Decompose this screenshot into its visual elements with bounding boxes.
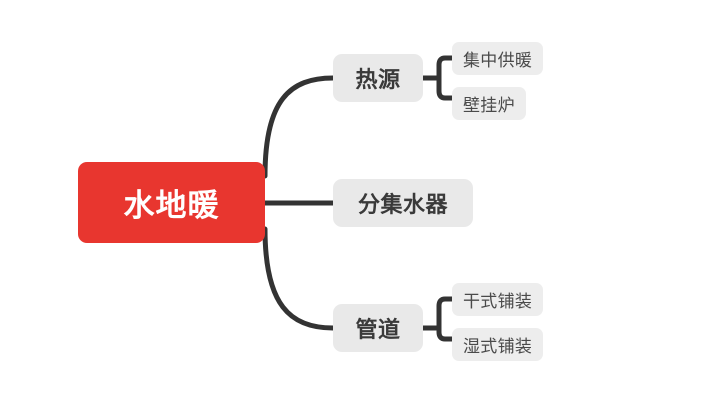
leaf-node-dry-installation[interactable]: 干式铺装 (452, 283, 544, 316)
connector-branch-2-bracket (436, 296, 455, 342)
root-node[interactable]: 水地暖 (78, 162, 265, 243)
branch-node-manifold[interactable]: 分集水器 (333, 179, 473, 227)
branch-node-heat-source[interactable]: 热源 (333, 54, 423, 102)
connector-root-to-branch-2 (262, 226, 336, 331)
connector-root-to-branch-0 (262, 75, 336, 179)
leaf-node-central-heating[interactable]: 集中供暖 (452, 42, 544, 75)
leaf-node-wet-installation[interactable]: 湿式铺装 (452, 328, 544, 361)
leaf-node-wall-hung-boiler[interactable]: 壁挂炉 (452, 87, 526, 120)
connector-branch-0-bracket (436, 55, 455, 101)
branch-node-pipeline[interactable]: 管道 (333, 304, 423, 352)
